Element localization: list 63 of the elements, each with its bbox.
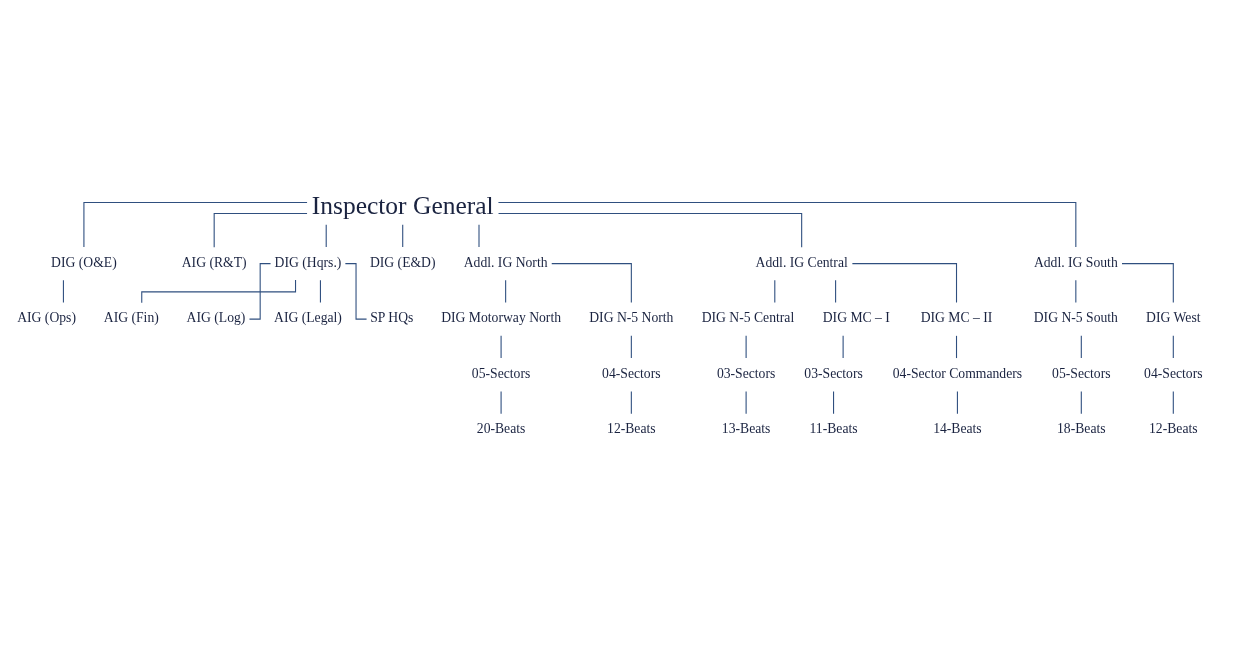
connector [955, 335, 958, 359]
node-text: AIG (Legal) [274, 310, 342, 326]
connector [402, 224, 404, 248]
connector [497, 202, 1077, 248]
connector [745, 335, 747, 359]
connector [551, 263, 632, 304]
node-text: Addl. IG North [463, 254, 548, 270]
connector [83, 202, 308, 248]
connector [630, 335, 632, 359]
node-text: 14-Beats [933, 421, 982, 437]
connector [1172, 390, 1174, 415]
node-text: DIG N-5 North [589, 310, 674, 326]
connector [1075, 279, 1077, 304]
connector [325, 224, 327, 248]
connector [835, 279, 837, 304]
node-text: DIG (E&D) [369, 254, 436, 270]
connector [956, 390, 958, 415]
node-text: 12-Beats [1149, 421, 1198, 437]
node-text: 03-Sectors [716, 365, 776, 381]
connector [774, 279, 776, 304]
connector [745, 390, 747, 415]
connector [1080, 390, 1082, 415]
node-text: DIG (Hqrs.) [274, 254, 342, 270]
connector [62, 279, 64, 304]
connector [851, 263, 958, 304]
connector [213, 212, 308, 248]
node-text: 04-Sector Commanders [892, 365, 1023, 381]
node-text: 18-Beats [1057, 421, 1106, 437]
node-text: DIG MC – I [822, 310, 890, 326]
node-text: 04-Sectors [1144, 365, 1203, 381]
node-text: AIG (Ops) [17, 310, 76, 326]
connector [498, 212, 803, 248]
connector [833, 390, 835, 415]
node-text: 05-Sectors [471, 365, 531, 381]
connector [319, 279, 321, 304]
connector [1172, 335, 1174, 359]
node-text: DIG MC – II [920, 310, 993, 326]
node-text: Addl. IG Central [755, 254, 848, 270]
node-text: 12-Beats [607, 421, 656, 437]
node-text: 11-Beats [809, 421, 858, 437]
node-text: DIG N-5 Central [701, 310, 795, 326]
node-text: DIG (O&E) [51, 254, 117, 270]
node-text: 05-Sectors [1052, 365, 1111, 381]
connector [500, 335, 502, 359]
connector [1080, 335, 1082, 359]
node-text: DIG N-5 South [1033, 310, 1118, 326]
connector [505, 279, 507, 304]
node-text: DIG West [1146, 310, 1201, 326]
node-text: 20-Beats [476, 421, 526, 437]
connector [1121, 263, 1174, 304]
connector [500, 390, 502, 415]
connector [842, 335, 844, 359]
node-text: AIG (Fin) [103, 310, 159, 326]
node-text: AIG (R&T) [181, 254, 247, 270]
node-text: 04-Sectors [602, 365, 661, 381]
node-text: DIG Motorway North [441, 310, 562, 326]
connector [630, 390, 632, 415]
node-text: 13-Beats [721, 421, 771, 437]
node-text: SP HQs [370, 310, 414, 326]
node-text: Addl. IG South [1033, 254, 1118, 270]
node-text: 03-Sectors [804, 365, 863, 381]
node-text: Inspector General [311, 191, 494, 221]
node-text: AIG (Log) [186, 310, 246, 326]
